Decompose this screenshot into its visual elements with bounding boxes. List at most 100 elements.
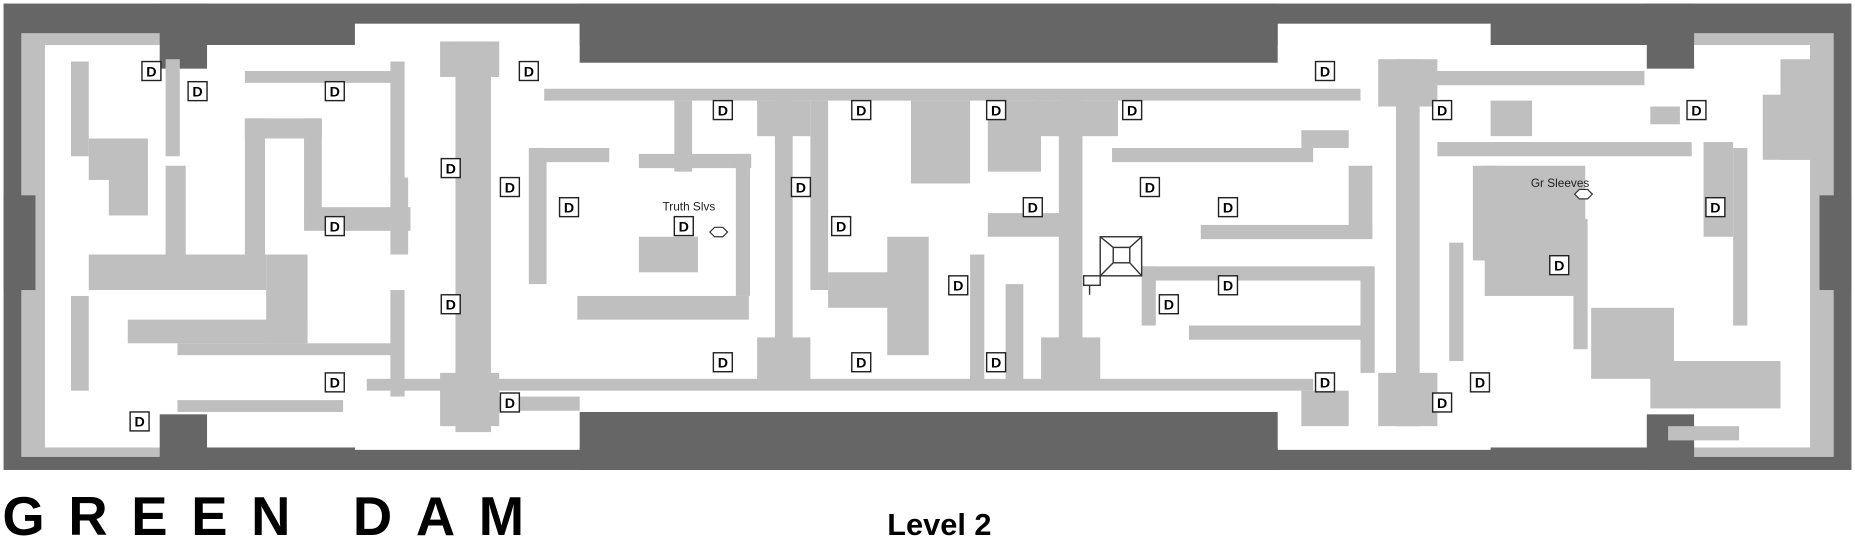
door-label: D [330, 84, 340, 100]
door-label: D [192, 84, 202, 100]
door-marker-box [985, 99, 1007, 121]
door-icon[interactable]: D [830, 215, 852, 237]
door-icon[interactable]: D [324, 372, 345, 393]
wall [304, 118, 322, 225]
door-label: D [1164, 298, 1174, 314]
wall [1431, 71, 1645, 86]
wall [1301, 390, 1349, 427]
door-icon[interactable]: D [440, 157, 461, 179]
wall [774, 100, 793, 385]
door-icon[interactable]: D [1469, 372, 1491, 393]
door-icon[interactable]: D [712, 99, 734, 121]
door-icon[interactable]: D [1686, 99, 1707, 121]
door-icon[interactable]: D [1217, 196, 1239, 218]
wall [1591, 307, 1674, 379]
door-label: D [330, 219, 340, 235]
wall [735, 153, 751, 296]
door-icon[interactable]: D [712, 352, 734, 373]
door-label: D [1127, 103, 1137, 119]
door-icon[interactable]: D [1139, 176, 1161, 198]
door-icon[interactable]: D [1314, 372, 1336, 393]
wall [244, 118, 265, 255]
door-icon[interactable]: D [985, 99, 1007, 121]
wall [1035, 100, 1118, 137]
wall [70, 295, 89, 391]
door-marker-box [1139, 176, 1161, 198]
door-icon[interactable]: D [1314, 60, 1336, 82]
door-icon[interactable]: D [440, 294, 461, 315]
door-icon[interactable]: D [985, 352, 1007, 373]
door-marker-box [1469, 372, 1491, 393]
door-label: D [1554, 258, 1564, 274]
door-icon[interactable]: D [851, 99, 872, 121]
door-label: D [1223, 200, 1233, 216]
wall [127, 319, 306, 344]
door-label: D [953, 279, 963, 295]
door-label: D [330, 376, 340, 392]
wall [1360, 266, 1375, 373]
door-marker-box [1158, 294, 1180, 315]
wall [366, 378, 1314, 391]
door-icon[interactable]: D [1217, 275, 1239, 296]
wall [1188, 325, 1367, 340]
wall [455, 41, 491, 433]
door-label: D [1320, 64, 1330, 80]
wall [1703, 142, 1734, 237]
door-label: D [1437, 103, 1447, 119]
map-title: GREEN DAM [2, 486, 547, 541]
wall [528, 147, 547, 285]
door-marker-box [673, 215, 694, 237]
door-icon[interactable]: D [141, 60, 162, 82]
door-label: D [505, 180, 515, 196]
wall [1650, 106, 1680, 125]
wall [1058, 100, 1083, 385]
door-marker-box [324, 80, 345, 102]
door-icon[interactable]: D [324, 80, 345, 102]
door-icon[interactable]: D [1158, 294, 1180, 315]
wall [810, 100, 829, 291]
wall [544, 88, 1361, 101]
wall [88, 138, 148, 180]
wall [165, 59, 180, 157]
door-icon[interactable]: D [790, 176, 812, 198]
wall [638, 153, 752, 169]
door-icon[interactable]: D [129, 411, 150, 432]
truth-sleeves-item-icon[interactable] [708, 226, 729, 238]
level-indicator: Level 2 [887, 507, 991, 541]
door-icon[interactable]: D [851, 352, 872, 373]
door-icon[interactable]: D [558, 196, 580, 218]
door-marker-box [1217, 275, 1239, 296]
door-label: D [1320, 376, 1330, 392]
door-icon[interactable]: D [1705, 196, 1726, 218]
wall [1490, 100, 1533, 137]
door-label: D [1223, 279, 1233, 295]
door-marker-box [1549, 254, 1570, 276]
wall [108, 177, 148, 216]
door-marker-box [1705, 196, 1726, 218]
wall [88, 254, 267, 291]
wall [757, 337, 811, 385]
door-marker-box [1121, 99, 1143, 121]
wall [1041, 337, 1101, 385]
door-icon[interactable]: D [1431, 392, 1453, 413]
door-icon[interactable]: D [324, 215, 345, 237]
door-label: D [679, 219, 689, 235]
wall [177, 343, 403, 356]
door-marker-box [129, 411, 150, 432]
wall [390, 177, 409, 255]
green-sleeves-item-icon[interactable] [1573, 188, 1594, 200]
door-icon[interactable]: D [1549, 254, 1570, 276]
door-marker-box [324, 372, 345, 393]
door-icon[interactable]: D [948, 275, 969, 296]
door-icon[interactable]: D [1121, 99, 1143, 121]
door-icon[interactable]: D [499, 392, 521, 413]
door-icon[interactable]: D [1431, 99, 1453, 121]
wall [1449, 242, 1464, 362]
door-icon[interactable]: D [673, 215, 694, 237]
door-icon[interactable]: D [499, 176, 521, 198]
truth-sleeves-label: Truth Slvs [663, 200, 716, 214]
door-marker-box [1314, 372, 1336, 393]
door-icon[interactable]: D [518, 60, 539, 82]
door-icon[interactable]: D [187, 80, 208, 102]
door-icon[interactable]: D [1022, 196, 1043, 218]
